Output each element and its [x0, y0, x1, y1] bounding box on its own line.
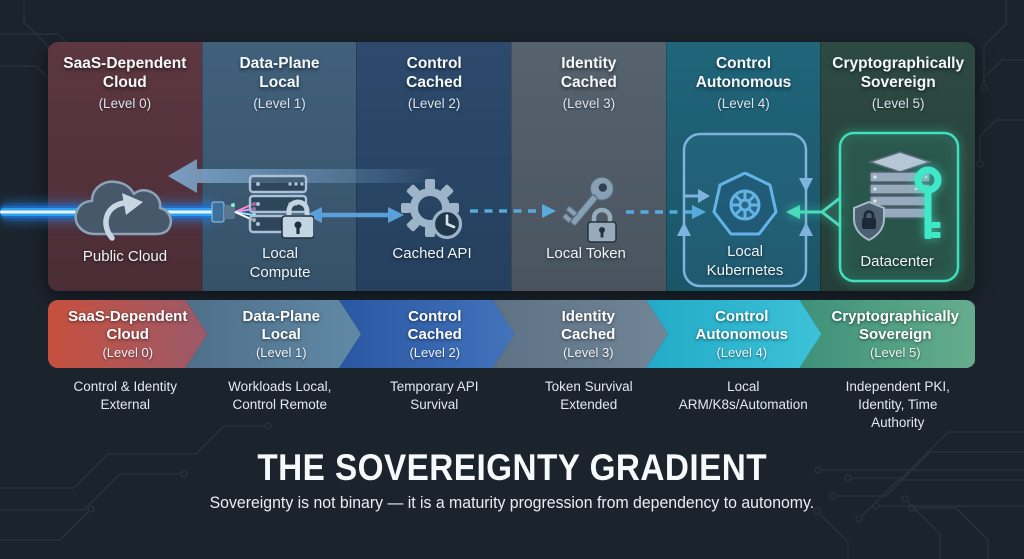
column-title-line1: Cryptographically [832, 55, 965, 72]
page-subtitle: Sovereignty is not binary — it is a matu… [209, 494, 815, 512]
banner-title-line2: Cached [561, 326, 616, 343]
level-description-5: Independent PKI, Identity, Time Authorit… [845, 379, 950, 430]
banner-title: Cryptographically Sovereign [831, 308, 959, 344]
column-title-line2: Local [259, 73, 300, 91]
banner-segment-level-5: Cryptographically Sovereign (Level 5) [799, 300, 975, 368]
column-level-3: Identity Cached (Level 3) [511, 42, 666, 291]
page-title: THE SOVEREIGNTY GRADIENT [257, 447, 767, 488]
column-level-badge: (Level 4) [717, 95, 770, 111]
banner-level-badge: (Level 1) [255, 345, 307, 360]
column-title-line2: Cloud [102, 73, 147, 91]
column-title-line2: Sovereign [860, 73, 936, 91]
banner-title-line2: Local [261, 326, 301, 343]
page-title-wrap: THE SOVEREIGNTY GRADIENT [0, 447, 1024, 489]
column-title-line1: SaaS-Dependent [63, 55, 187, 72]
level-description-1: Workloads Local, Control Remote [228, 379, 332, 412]
column-level-badge: (Level 5) [871, 95, 925, 111]
column-title: Control Cached [357, 55, 511, 93]
level-descriptions-row: Control & Identity External Workloads Lo… [48, 378, 975, 431]
column-level-badge: (Level 1) [253, 95, 306, 111]
column-title-line2: Cached [406, 73, 463, 91]
banner-title: Identity Cached [561, 308, 615, 344]
column-title-line2: Cached [560, 73, 617, 91]
banner-title-line1: Identity [561, 308, 615, 325]
column-level-5: Cryptographically Sovereign (Level 5) [820, 42, 975, 291]
column-title-line2: Autonomous [695, 73, 792, 91]
column-title: Cryptographically Sovereign [821, 55, 975, 93]
banner-title-line1: Data-Plane [242, 308, 321, 325]
banner-segment-level-4: Control Autonomous (Level 4) [646, 300, 822, 368]
level-columns-panel: SaaS-Dependent Cloud (Level 0) Data-Plan… [48, 42, 975, 291]
banner-title: SaaS-Dependent Cloud [68, 308, 187, 344]
banner-title-line1: Control [408, 308, 462, 325]
column-title-line1: Control [406, 55, 462, 72]
column-level-1: Data-Plane Local (Level 1) [201, 42, 357, 291]
level-description-0: Control & Identity External [73, 379, 178, 412]
column-title: Control Autonomous [667, 55, 821, 93]
page-subtitle-wrap: Sovereignty is not binary — it is a matu… [0, 494, 1024, 513]
banner-segment-level-0: SaaS-Dependent Cloud (Level 0) [48, 300, 208, 368]
banner-level-badge: (Level 0) [102, 345, 154, 360]
banner-title: Control Cached [408, 308, 462, 344]
column-title-line1: Data-Plane [239, 55, 320, 72]
column-level-badge: (Level 3) [562, 95, 616, 111]
banner-title: Control Autonomous [696, 308, 788, 344]
level-description-4: Local ARM/K8s/Automation [678, 379, 808, 412]
level-description-3: Token Survival Extended [544, 379, 633, 412]
banner-title-line2: Autonomous [695, 326, 788, 343]
column-title: SaaS-Dependent Cloud [48, 55, 202, 93]
column-level-badge: (Level 0) [98, 95, 152, 111]
banner-title-line1: SaaS-Dependent [68, 308, 188, 325]
column-level-0: SaaS-Dependent Cloud (Level 0) [48, 42, 202, 291]
column-level-4: Control Autonomous (Level 4) [665, 42, 821, 291]
level-description-2: Temporary API Survival [389, 379, 479, 412]
banner-title-line1: Control [715, 308, 769, 325]
banner-title-line2: Sovereign [858, 326, 932, 343]
banner-segment-level-1: Data-Plane Local (Level 1) [186, 300, 362, 368]
column-title: Identity Cached [512, 55, 666, 93]
banner-title-line1: Cryptographically [831, 308, 960, 325]
column-title-line1: Identity [561, 55, 617, 72]
maturity-gradient-banner: SaaS-Dependent Cloud (Level 0) Data-Plan… [48, 300, 975, 368]
banner-title-line2: Cached [407, 326, 462, 343]
column-level-badge: (Level 2) [407, 95, 461, 111]
banner-level-badge: (Level 4) [716, 345, 768, 360]
column-title-line1: Control [715, 55, 772, 72]
banner-level-badge: (Level 3) [562, 345, 614, 360]
banner-level-badge: (Level 5) [869, 345, 921, 360]
banner-level-badge: (Level 2) [409, 345, 461, 360]
column-level-2: Control Cached (Level 2) [356, 42, 512, 291]
banner-title: Data-Plane Local [242, 308, 320, 344]
banner-title-line2: Cloud [106, 326, 149, 343]
banner-segment-level-2: Control Cached (Level 2) [339, 300, 515, 368]
banner-segment-level-3: Identity Cached (Level 3) [493, 300, 669, 368]
column-title: Data-Plane Local [203, 55, 357, 93]
